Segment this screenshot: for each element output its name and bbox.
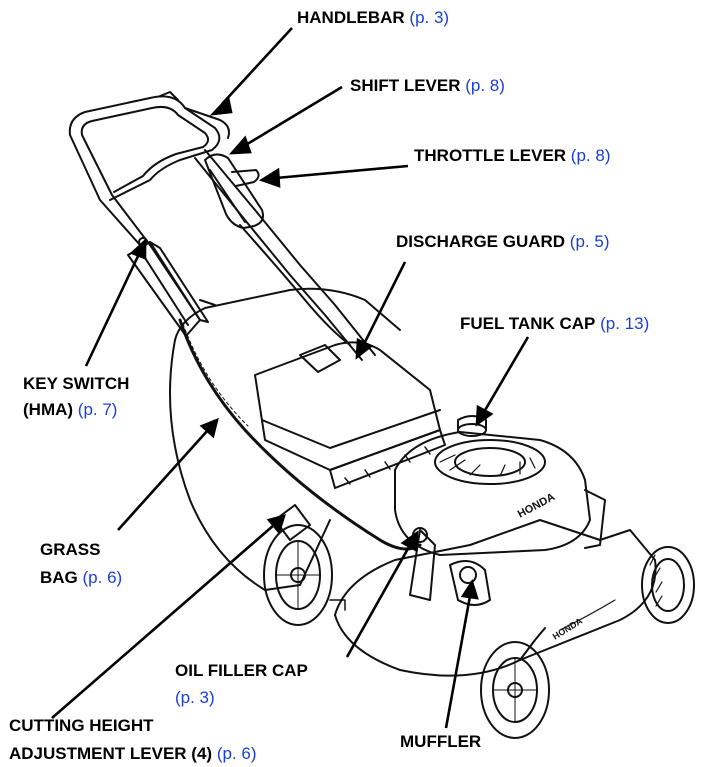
- discharge-guard-leader: [362, 261, 407, 345]
- cutting-height-arrowhead: [266, 514, 286, 535]
- key-switch-arrowhead: [129, 238, 147, 260]
- oil-filler-cap-label: OIL FILLER CAP: [175, 661, 308, 680]
- grass-bag-label-line1: GRASS: [40, 540, 101, 559]
- handlebar-label: HANDLEBAR: [297, 8, 405, 27]
- shift-lever-arrowhead: [229, 135, 252, 155]
- muffler-callout: MUFFLER: [400, 731, 481, 753]
- grass-bag: [169, 287, 401, 591]
- cutting-height-leader: [51, 524, 275, 719]
- throttle-lever-arrowhead: [259, 167, 281, 188]
- oil-filler-cap-page-ref[interactable]: (p. 3): [175, 688, 215, 707]
- rear-left-wheel: [263, 524, 333, 626]
- discharge-guard-page-ref[interactable]: (p. 5): [569, 232, 610, 251]
- discharge-guard: [329, 429, 446, 489]
- grass-bag-page-ref[interactable]: (p. 6): [82, 568, 123, 587]
- fuel-tank-cap-label: FUEL TANK CAP: [460, 314, 596, 333]
- muffler-leader: [444, 595, 472, 729]
- grass-bag-leader: [117, 429, 209, 531]
- engine-brand-text: HONDA: [516, 491, 557, 521]
- fuel-tank-cap-callout: FUEL TANK CAP (p. 13): [460, 313, 649, 335]
- handlebar-leader: [221, 27, 293, 105]
- cutting-height-lever: [274, 504, 311, 541]
- deck-badge-text: HONDA: [551, 615, 585, 641]
- discharge-guard-callout: DISCHARGE GUARD (p. 5): [396, 231, 609, 253]
- key-switch-page-ref[interactable]: (p. 7): [77, 400, 118, 419]
- throttle-lever-housing: [204, 153, 264, 229]
- engine: [394, 431, 606, 601]
- cutting-height-label-line1: CUTTING HEIGHT: [9, 716, 154, 735]
- handlebar: [68, 91, 230, 246]
- cutting-height-label-line2: ADJUSTMENT LEVER (4): [9, 744, 213, 763]
- muffler-label: MUFFLER: [400, 732, 482, 751]
- shift-lever-label: SHIFT LEVER: [350, 76, 461, 95]
- fuel-tank-cap-arrowhead: [475, 404, 494, 427]
- shift-lever-leader: [243, 85, 343, 148]
- fuel-tank-cap-leader: [482, 336, 530, 413]
- key-switch-label-line2: (HMA): [23, 400, 74, 419]
- shift-lever-callout: SHIFT LEVER (p. 8): [350, 75, 505, 97]
- muffler: [449, 560, 491, 606]
- oil-filler-cap-leader: [345, 544, 412, 658]
- grass-bag-label-line2: BAG: [40, 568, 78, 587]
- throttle-lever-page-ref[interactable]: (p. 8): [570, 146, 611, 165]
- fuel-tank-cap: [457, 415, 487, 437]
- key-switch-leader: [84, 253, 141, 367]
- cutting-height-page-ref[interactable]: (p. 6): [216, 744, 257, 763]
- key-switch-callout: KEY SWITCH (HMA) (p. 7): [23, 371, 129, 423]
- oil-filler-cap-callout: OIL FILLER CAP (p. 3): [175, 657, 308, 711]
- throttle-lever-label: THROTTLE LEVER: [414, 146, 567, 165]
- key-switch-label-line1: KEY SWITCH: [23, 374, 130, 393]
- muffler-arrowhead: [460, 578, 479, 600]
- oil-filler-cap-arrowhead: [400, 530, 419, 553]
- throttle-lever-leader: [275, 164, 409, 180]
- discharge-guard-arrowhead: [355, 338, 374, 360]
- grass-bag-arrowhead: [199, 417, 219, 439]
- front-right-wheel: [641, 546, 695, 624]
- fuel-tank-cap-page-ref[interactable]: (p. 13): [600, 314, 650, 333]
- discharge-guard-label: DISCHARGE GUARD: [396, 232, 566, 251]
- grass-bag-callout: GRASS BAG (p. 6): [40, 536, 122, 592]
- handlebar-page-ref[interactable]: (p. 3): [409, 8, 450, 27]
- front-left-wheel: [480, 641, 550, 739]
- handlebar-callout: HANDLEBAR (p. 3): [297, 7, 449, 29]
- shift-lever-page-ref[interactable]: (p. 8): [465, 76, 505, 95]
- throttle-lever-callout: THROTTLE LEVER (p. 8): [414, 145, 610, 167]
- cutting-height-callout: CUTTING HEIGHT ADJUSTMENT LEVER (4) (p. …: [9, 712, 257, 767]
- mower-deck: [334, 519, 657, 677]
- callout-leaders: [51, 27, 530, 729]
- handlebar-arrowhead: [209, 95, 233, 116]
